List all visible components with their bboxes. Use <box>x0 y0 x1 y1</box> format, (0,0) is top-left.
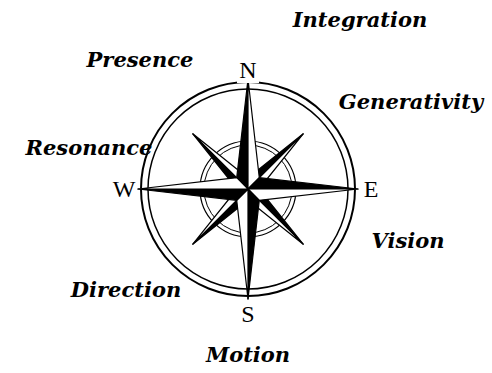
direction-word: Generativity <box>339 90 483 113</box>
cardinal-points <box>138 79 358 299</box>
direction-word: Motion <box>206 343 290 366</box>
compass-letter: E <box>362 176 381 202</box>
compass-letter: W <box>111 176 138 202</box>
direction-word: Integration <box>293 8 427 31</box>
direction-word: Resonance <box>26 136 153 159</box>
compass-letter: S <box>239 301 256 327</box>
direction-word: Direction <box>71 278 181 301</box>
compass-letter: N <box>237 57 258 83</box>
direction-word: Vision <box>372 229 445 252</box>
direction-word: Presence <box>87 48 194 71</box>
